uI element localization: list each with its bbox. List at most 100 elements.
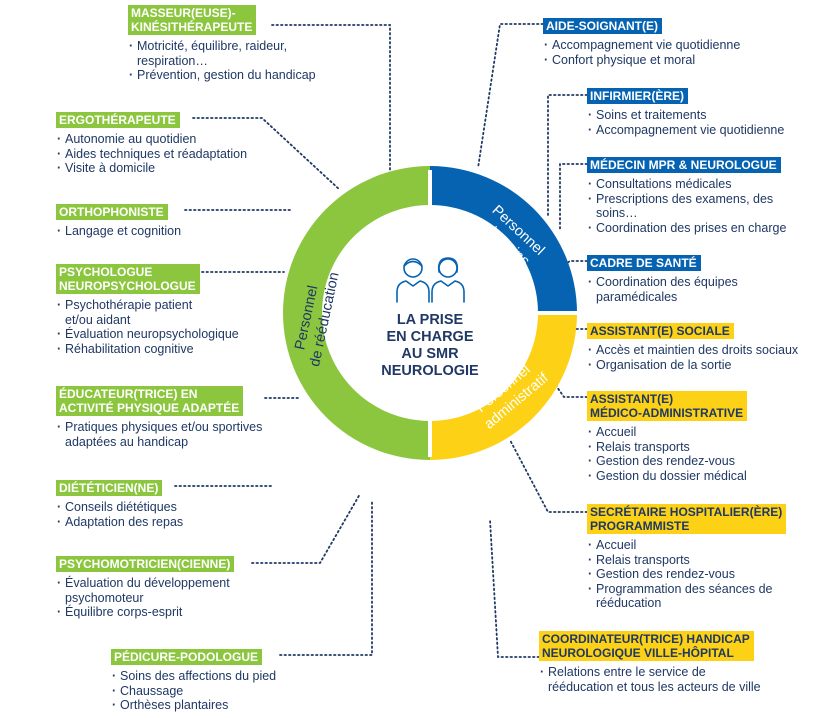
list-item: Relais transports bbox=[587, 440, 817, 455]
connector-line bbox=[559, 260, 588, 269]
role-items: Soins des affections du pied Chaussage O… bbox=[111, 669, 341, 713]
list-item: Évaluation neuropsychologique bbox=[56, 327, 296, 342]
role-title-ergotherapeute: ERGOTHÉRAPEUTE bbox=[56, 112, 180, 128]
connector-line bbox=[251, 493, 361, 564]
role-items: Évaluation du développement psychomoteur… bbox=[56, 576, 276, 620]
role-items: Consultations médicales Prescriptions de… bbox=[587, 177, 817, 235]
role-title-line: ACTIVITÉ PHYSIQUE ADAPTÉE bbox=[59, 401, 240, 415]
connector-line bbox=[489, 519, 540, 658]
connector-line bbox=[192, 117, 341, 191]
list-item: Adaptation des repas bbox=[56, 515, 256, 530]
role-title-line: ÉDUCATEUR(TRICE) EN bbox=[59, 387, 198, 401]
list-item: Soins et traitements bbox=[587, 108, 817, 123]
list-item: Prévention, gestion du handicap bbox=[128, 68, 348, 83]
list-item: Accueil bbox=[587, 538, 817, 553]
list-item: Consultations médicales bbox=[587, 177, 817, 192]
role-dieteticien: DIÉTÉTICIEN(NE) Conseils diététiques Ada… bbox=[56, 479, 256, 529]
role-title-line: DIÉTÉTICIEN(NE) bbox=[59, 481, 159, 495]
role-title-cadre-sante: CADRE DE SANTÉ bbox=[587, 255, 701, 271]
role-title-secretaire-programmiste: SECRÉTAIRE HOSPITALIER(ÈRE) PROGRAMMISTE bbox=[587, 504, 787, 534]
role-title-line: MÉDICO-ADMINISTRATIVE bbox=[590, 406, 744, 420]
role-secretaire-programmiste: SECRÉTAIRE HOSPITALIER(ÈRE) PROGRAMMISTE… bbox=[587, 504, 817, 611]
list-item: Pratiques physiques et/ou sportives adap… bbox=[56, 420, 280, 449]
role-title-dieteticien: DIÉTÉTICIEN(NE) bbox=[56, 480, 163, 496]
list-item: Psychothérapie patient et/ou aidant bbox=[56, 298, 205, 327]
role-items: Accueil Relais transports Gestion des re… bbox=[587, 538, 817, 611]
role-kinesitherapeute: MASSEUR(EUSE)- KINÉSITHÉRAPEUTE Motricit… bbox=[128, 5, 348, 83]
role-items: Accompagnement vie quotidienne Confort p… bbox=[543, 38, 803, 67]
list-item: Gestion des rendez-vous bbox=[587, 567, 817, 582]
list-item: Relations entre le service de rééducatio… bbox=[539, 665, 773, 694]
role-title-line: SECRÉTAIRE HOSPITALIER(ÈRE) bbox=[590, 505, 783, 519]
center-title-line3: AU SMR bbox=[401, 346, 459, 362]
list-item: Accès et maintien des droits sociaux bbox=[587, 343, 819, 358]
role-title-line: PSYCHOMOTRICIEN(CIENNE) bbox=[59, 557, 231, 571]
connector-line bbox=[271, 24, 391, 181]
role-title-line: KINÉSITHÉRAPEUTE bbox=[131, 20, 253, 34]
list-item: Évaluation du développement psychomoteur bbox=[56, 576, 265, 605]
role-title-line: MASSEUR(EUSE)- bbox=[131, 6, 236, 20]
list-item: Autonomie au quotidien bbox=[56, 132, 296, 147]
role-title-aide-soignant: AIDE-SOIGNANT(E) bbox=[543, 18, 662, 34]
connector-line bbox=[477, 23, 544, 169]
list-item: Équilibre corps-esprit bbox=[56, 605, 276, 620]
role-title-psychologue: PSYCHOLOGUE NEUROPSYCHOLOGUE bbox=[56, 264, 200, 294]
role-title-pedicure-podologue: PÉDICURE-PODOLOGUE bbox=[111, 649, 263, 665]
list-item: Programmation des séances de rééducation bbox=[587, 582, 806, 611]
role-title-line: AIDE-SOIGNANT(E) bbox=[546, 19, 658, 33]
role-items: Pratiques physiques et/ou sportives adap… bbox=[56, 420, 296, 449]
ring-chart bbox=[283, 166, 580, 460]
role-title-line: ORTHOPHONISTE bbox=[59, 205, 164, 219]
list-item: Langage et cognition bbox=[56, 224, 256, 239]
list-item: Soins des affections du pied bbox=[111, 669, 341, 684]
role-title-medecin: MÉDECIN MPR & NEUROLOGUE bbox=[587, 157, 781, 173]
list-item: Orthèses plantaires bbox=[111, 698, 341, 713]
list-item: Visite à domicile bbox=[56, 161, 296, 176]
center-title-line1: LA PRISE bbox=[396, 312, 464, 328]
role-ergotherapeute: ERGOTHÉRAPEUTE Autonomie au quotidien Ai… bbox=[56, 111, 296, 176]
role-items: Accueil Relais transports Gestion des re… bbox=[587, 425, 817, 483]
list-item: Accueil bbox=[587, 425, 817, 440]
center-title-line4: NEUROLOGIE bbox=[381, 363, 479, 379]
segment-soins bbox=[430, 166, 577, 313]
segment-reeducation bbox=[283, 166, 430, 460]
list-item: Accompagnement vie quotidienne bbox=[543, 38, 803, 53]
role-aide-soignant: AIDE-SOIGNANT(E) Accompagnement vie quot… bbox=[543, 17, 803, 67]
role-title-line: PROGRAMMISTE bbox=[590, 519, 690, 533]
role-title-line: COORDINATEUR(TRICE) HANDICAP bbox=[542, 632, 750, 646]
list-item: Coordination des prises en charge bbox=[587, 221, 817, 236]
list-item: Prescriptions des examens, des soins… bbox=[587, 192, 801, 221]
role-title-line: PSYCHOLOGUE bbox=[59, 265, 153, 279]
role-orthophoniste: ORTHOPHONISTE Langage et cognition bbox=[56, 203, 256, 239]
connector-line bbox=[279, 499, 373, 656]
list-item: Relais transports bbox=[587, 553, 817, 568]
role-items: Accès et maintien des droits sociaux Org… bbox=[587, 343, 819, 372]
role-psychomotricien: PSYCHOMOTRICIEN(CIENNE) Évaluation du dé… bbox=[56, 555, 276, 620]
role-infirmier: INFIRMIER(ÈRE) Soins et traitements Acco… bbox=[587, 87, 817, 137]
list-item: Réhabilitation cognitive bbox=[56, 342, 296, 357]
role-title-infirmier: INFIRMIER(ÈRE) bbox=[587, 88, 688, 104]
role-title-line: CADRE DE SANTÉ bbox=[590, 256, 697, 270]
role-title-educateur-apa: ÉDUCATEUR(TRICE) EN ACTIVITÉ PHYSIQUE AD… bbox=[56, 386, 244, 416]
role-items: Langage et cognition bbox=[56, 224, 256, 239]
list-item: Gestion du dossier médical bbox=[587, 469, 817, 484]
role-title-line: PÉDICURE-PODOLOGUE bbox=[114, 650, 259, 664]
role-assistant-medico-admin: ASSISTANT(E) MÉDICO-ADMINISTRATIVE Accue… bbox=[587, 391, 817, 483]
role-psychologue: PSYCHOLOGUE NEUROPSYCHOLOGUE Psychothéra… bbox=[56, 264, 296, 356]
segment-administratif bbox=[430, 313, 577, 460]
list-item: Chaussage bbox=[111, 684, 341, 699]
role-title-line: ERGOTHÉRAPEUTE bbox=[59, 113, 176, 127]
people-icon bbox=[396, 257, 465, 303]
role-title-assistant-medico-admin: ASSISTANT(E) MÉDICO-ADMINISTRATIVE bbox=[587, 391, 748, 421]
role-title-line: INFIRMIER(ÈRE) bbox=[590, 89, 684, 103]
role-title-assistant-sociale: ASSISTANT(E) SOCIALE bbox=[587, 323, 734, 339]
connector-line bbox=[559, 163, 588, 231]
role-items: Coordination des équipes paramédicales bbox=[587, 275, 817, 304]
connector-lines bbox=[165, 23, 588, 658]
list-item: Motricité, équilibre, raideur, respirati… bbox=[128, 39, 317, 68]
center-title-line2: EN CHARGE bbox=[386, 329, 474, 345]
role-title-kinesitherapeute: MASSEUR(EUSE)- KINÉSITHÉRAPEUTE bbox=[128, 5, 257, 35]
role-items: Soins et traitements Accompagnement vie … bbox=[587, 108, 817, 137]
role-title-line: NEUROPSYCHOLOGUE bbox=[59, 279, 196, 293]
